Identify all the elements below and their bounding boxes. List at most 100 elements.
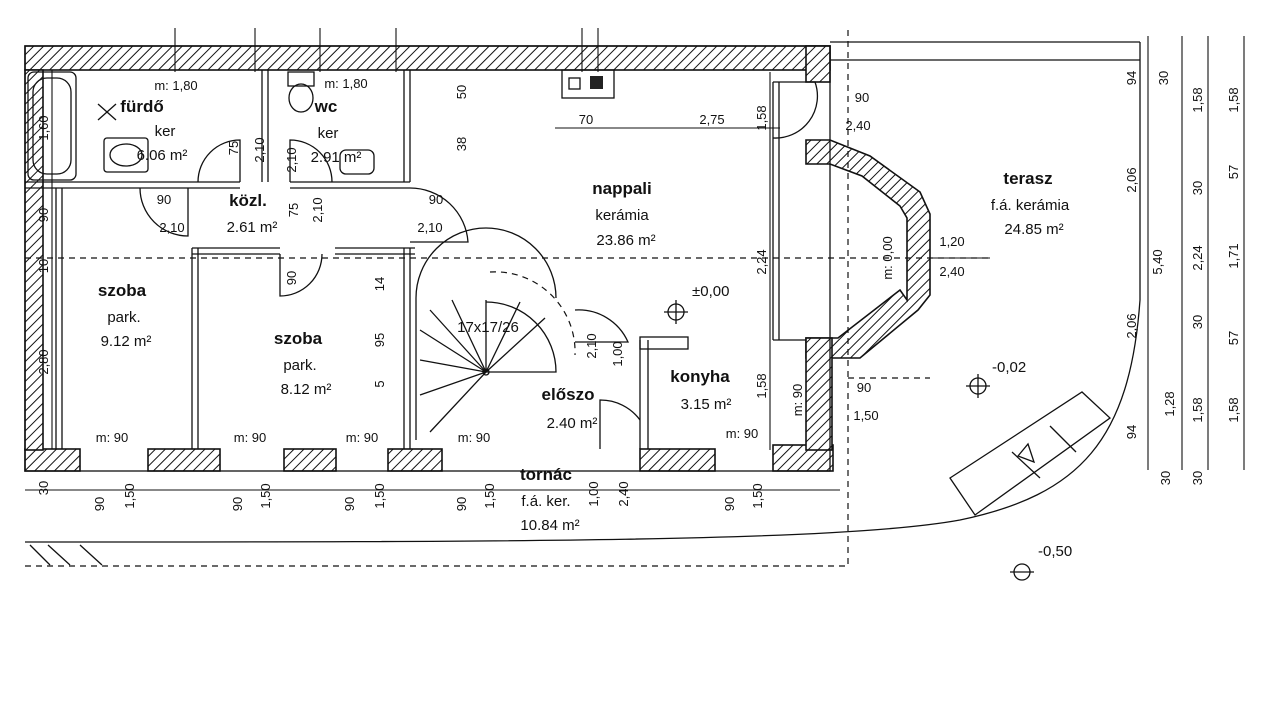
dim-label: 2,10 [159,220,184,235]
dim-label: 1,20 [939,234,964,249]
room-floor-szoba-1: park. [107,309,140,326]
room-name-kozl: közl. [229,191,267,210]
room-name-nappali: nappali [592,179,652,198]
room-name-szoba-1: szoba [98,281,147,300]
dim-label: 57 [1226,331,1241,345]
stair-label: 17x17/26 [457,319,519,336]
room-area-wc: 2.91 m² [311,149,362,166]
wall-bottom-5 [639,448,716,472]
dim-label: 1,58 [1190,87,1205,112]
wc-sink [339,149,375,175]
room-area-szoba-2: 8.12 m² [281,381,332,398]
wall-bottom-left [24,448,81,472]
dim-label: 1,50 [482,483,497,508]
room-height-wc: m: 1,80 [324,76,367,91]
dim-label: 30 [1156,71,1171,85]
dim-label: 50 [454,85,469,99]
wall-bottom-2 [147,448,221,472]
dim-label: 10 [36,259,51,273]
wall-bottom-4 [387,448,443,472]
level-main: ±0,00 [692,283,729,300]
dim-label: 70 [579,112,593,127]
dim-label: 90 [857,380,871,395]
room-labels: fürdő ker 6.06 m² m: 1,80 wc ker 2.91 m²… [98,76,1072,560]
door-kozl-right [409,187,469,243]
dim-label: 90 [36,208,51,222]
door-nappali [772,81,819,139]
dim-label: 90 [429,192,443,207]
wall-bay [805,139,931,359]
dim-label: 94 [1124,425,1139,439]
dim-label: 90 [855,90,869,105]
dim-label: 94 [1124,71,1139,85]
room-floor-nappali: kerámia [595,207,649,224]
dim-label: 1,50 [258,483,273,508]
wall-right-upper [805,45,831,83]
dim-label: 1,00 [586,481,601,506]
interior-walls [24,45,990,472]
dim-label: 1,50 [853,408,878,423]
dim-label: 75 [226,141,241,155]
dim-label: 2,06 [1124,313,1139,338]
dim-label: 90 [722,497,737,511]
toilet [287,71,315,87]
dim-label: 1,50 [750,483,765,508]
dim-label: 90 [342,497,357,511]
dim-label: 1,58 [1190,397,1205,422]
door-kozl-left [139,187,189,237]
dim-label: m: 0,00 [880,236,895,279]
sink [103,137,149,173]
room-area-nappali: 23.86 m² [596,232,655,249]
dim-label: 90 [454,497,469,511]
dim-label: 14 [372,277,387,291]
dim-label: 2,40 [939,264,964,279]
dim-label: 30 [1158,471,1173,485]
room-name-wc: wc [314,97,338,116]
level-ground: -0,50 [1038,543,1072,560]
room-area-tornac: 10.84 m² [520,517,579,534]
dim-label: 5 [372,380,387,387]
dim-label: 30 [1190,315,1205,329]
dim-label: 1,28 [1162,391,1177,416]
dim-label: 1,58 [1226,397,1241,422]
dim-label: 2,06 [1124,167,1139,192]
room-floor-terasz: f.á. kerámia [991,197,1070,214]
dim-label: 1,58 [754,373,769,398]
dim-label: 1,58 [754,105,769,130]
dim-label: 2,80 [36,349,51,374]
dim-label: 2,10 [584,333,599,358]
room-floor-tornac: f.á. ker. [521,493,570,510]
terrace-steps [949,391,1112,516]
dim-label: 2,75 [699,112,724,127]
dim-label: 30 [1190,471,1205,485]
doors [139,81,819,449]
dim-label: 2,10 [284,147,299,172]
window-height-label: m: 90 [234,430,267,445]
dim-label: 30 [36,481,51,495]
walls [24,45,931,472]
dim-label: 2,10 [252,137,267,162]
dimension-lines [25,28,1245,491]
dim-label: 90 [230,497,245,511]
window-height-label: m: 90 [96,430,129,445]
room-area-konyha: 3.15 m² [681,396,732,413]
dim-label: 1,71 [1226,243,1241,268]
dim-label: 57 [1226,165,1241,179]
dim-label: 2,10 [310,197,325,222]
room-floor-wc: ker [318,125,339,142]
door-szoba2 [279,253,323,297]
room-area-kozl: 2.61 m² [227,219,278,236]
door-konyha [574,309,629,343]
level-markers [664,300,1034,581]
dim-label: 90 [157,192,171,207]
spiral-stair [415,227,576,440]
dim-label: 5,40 [1150,249,1165,274]
room-name-tornac: tornác [520,465,572,484]
dim-label: 1,00 [610,341,625,366]
room-name-eloszo: előszo [542,385,595,404]
dim-label: 2,24 [754,249,769,274]
room-floor-furdo: ker [155,123,176,140]
dim-label: 90 [92,497,107,511]
door-entry [599,399,641,449]
dim-label: 1,50 [122,483,137,508]
